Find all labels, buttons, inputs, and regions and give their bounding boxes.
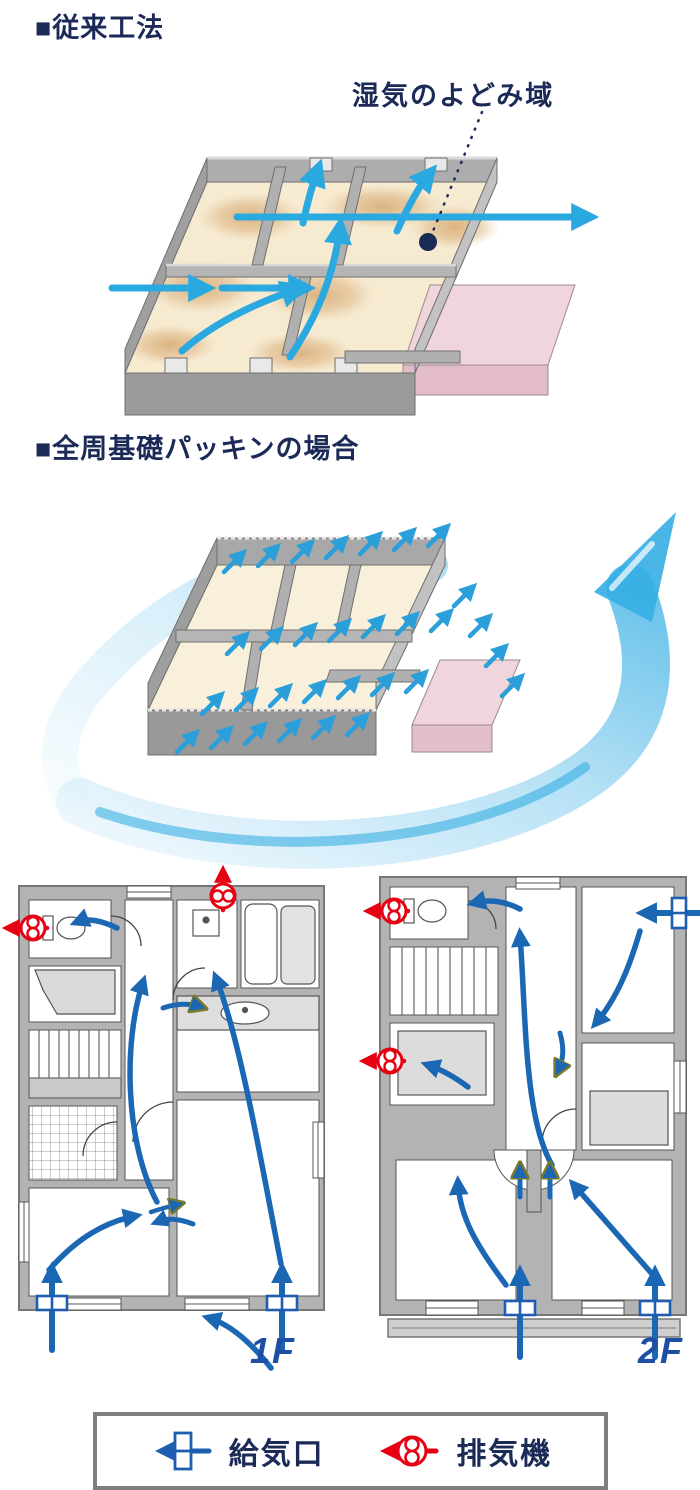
supply-port-2f-bottom-right bbox=[638, 1264, 672, 1360]
rooms-1f bbox=[28, 899, 320, 1297]
porch-slab bbox=[402, 284, 576, 396]
packing-walls bbox=[147, 536, 446, 756]
floorplan-2f bbox=[366, 876, 700, 1360]
exhaust-fan-1f-toilet bbox=[9, 916, 47, 940]
legend-supply-label: 給気口 bbox=[228, 1438, 325, 1471]
stagnation-zone-label: 湿気のよどみ域 bbox=[352, 81, 555, 111]
floorplan-1f bbox=[5, 872, 325, 1371]
floor-label-2f: 2F bbox=[638, 1330, 685, 1371]
supply-port-2f-right-wall bbox=[635, 896, 700, 930]
legend-exhaust-label: 排気機 bbox=[456, 1438, 553, 1471]
stairs-2f bbox=[401, 947, 487, 1015]
vanity-counter bbox=[34, 969, 116, 1015]
toilet-bowl-2f bbox=[417, 899, 447, 923]
bedroom-mid-furniture bbox=[589, 1090, 669, 1146]
exhaust-fan-icon bbox=[380, 1435, 439, 1467]
legend: 給気口 排気機 bbox=[93, 1412, 608, 1490]
room-living bbox=[176, 1099, 320, 1297]
legend-item-supply: 給気口 bbox=[149, 1429, 325, 1473]
supply-port-icon bbox=[154, 1431, 212, 1471]
airflow-arrows bbox=[108, 158, 600, 361]
void-center-wall bbox=[526, 1149, 542, 1213]
stairs-1f bbox=[28, 1030, 122, 1099]
floor-label-1f: 1F bbox=[250, 1330, 297, 1371]
exhaust-fan-1f-top bbox=[211, 872, 235, 910]
windows-1f bbox=[18, 885, 325, 1311]
packing-house bbox=[147, 536, 521, 756]
legend-item-exhaust: 排気機 bbox=[376, 1427, 552, 1475]
airflow-arrows-2f bbox=[420, 890, 663, 1288]
supply-port-1f-right bbox=[265, 1261, 299, 1353]
exhaust-fan-2f-study bbox=[366, 1049, 404, 1073]
supply-port-1f-left bbox=[35, 1261, 69, 1353]
supply-port-2f-bottom-left bbox=[503, 1264, 537, 1360]
isometric-diagram-conventional bbox=[108, 110, 600, 416]
room-bedroom-sw bbox=[395, 1159, 517, 1301]
room-stairs-2f bbox=[389, 946, 499, 1016]
section-heading-conventional: ■従来工法 bbox=[35, 13, 165, 43]
stagnation-leader-line bbox=[419, 110, 484, 251]
packing-porch-slab bbox=[411, 659, 521, 753]
section-heading-packing: ■全周基礎パッキンの場合 bbox=[35, 434, 360, 464]
exhaust-fan-2f-toilet bbox=[370, 899, 408, 923]
bathtub bbox=[244, 903, 278, 985]
foundation-walls bbox=[124, 156, 498, 416]
bath-cover bbox=[280, 905, 316, 985]
airflow-arrows-1f bbox=[46, 908, 284, 1371]
isometric-diagram-packing bbox=[42, 512, 676, 869]
windows-2f bbox=[425, 876, 687, 1316]
study-furniture bbox=[397, 1030, 487, 1096]
stagnation-point-dot bbox=[419, 233, 437, 251]
room-entry bbox=[28, 1105, 118, 1181]
